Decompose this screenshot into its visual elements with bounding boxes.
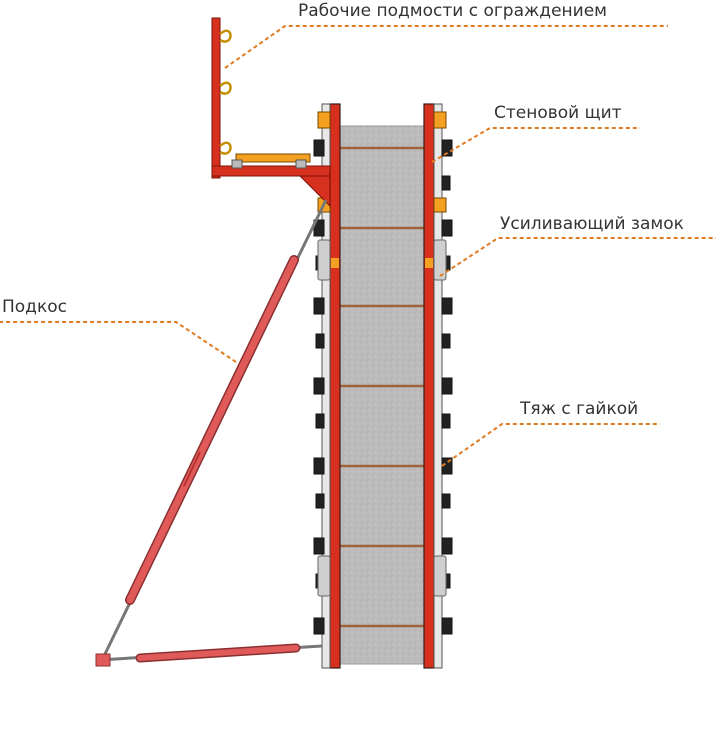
bottom-brace: [95, 643, 323, 667]
label-scaffold: Рабочие подмости с ограждением: [298, 1, 607, 21]
leader-lines: [0, 25, 716, 467]
leader-scaffold: [224, 25, 668, 69]
leader-tie: [441, 423, 660, 467]
leader-brace: [0, 321, 237, 363]
leader-lock: [439, 237, 716, 277]
concrete-wall: [339, 125, 425, 665]
panel-top-caps: [317, 111, 447, 268]
diagonal-brace: [102, 199, 328, 657]
label-reinforcing-lock: Усиливающий замок: [500, 214, 684, 234]
leader-wall-panel: [431, 127, 640, 163]
reinforcing-locks: [317, 239, 447, 597]
label-wall-panel: Стеновой щит: [494, 103, 622, 123]
working-scaffold: [211, 17, 331, 208]
label-brace: Подкос: [2, 297, 67, 317]
label-tie-rod: Тяж с гайкой: [519, 399, 638, 419]
tie-rods: [320, 146, 445, 628]
